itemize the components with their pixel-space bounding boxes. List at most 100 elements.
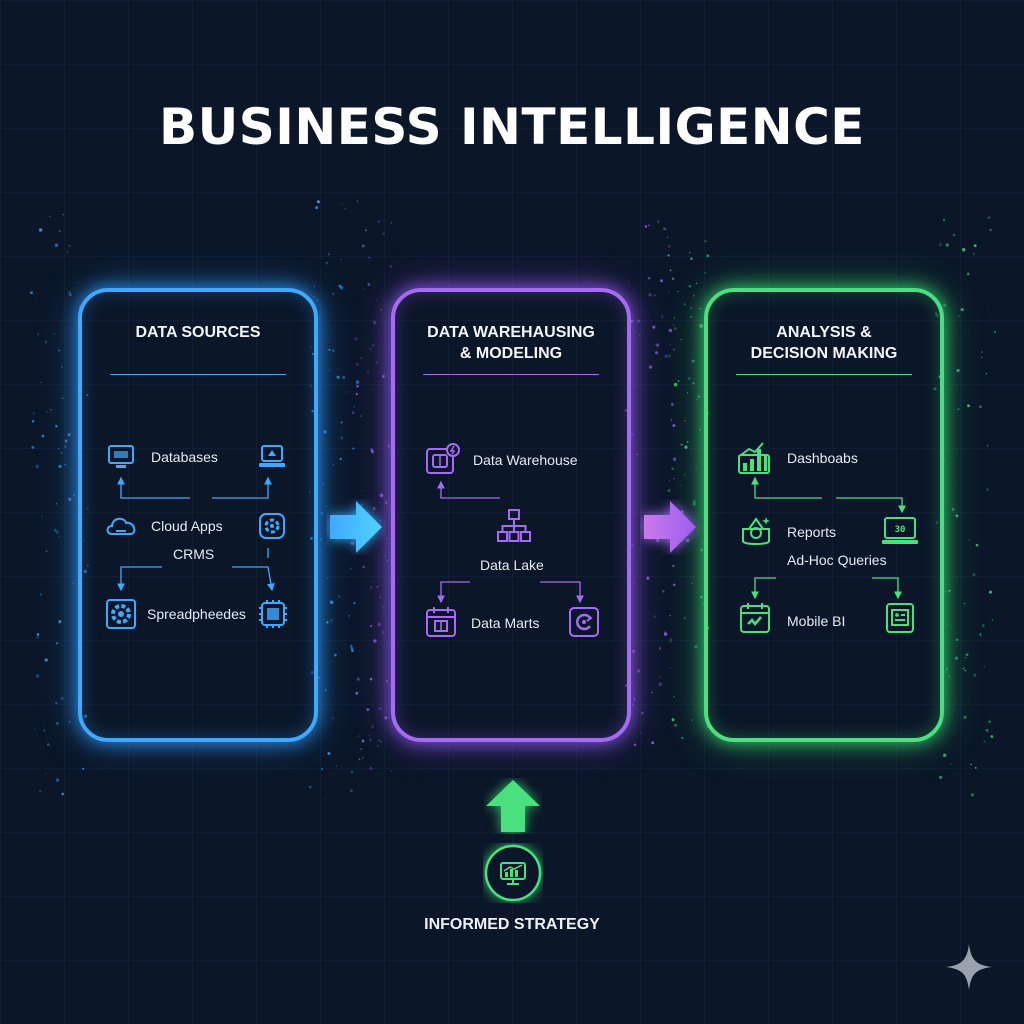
particle-dot [382,232,385,235]
particle-dot [41,434,45,438]
particle-dot [672,564,675,568]
particle-dot [331,292,335,296]
item-dashboards: Dashboabs [787,450,858,466]
particle-dot [672,348,675,351]
refresh-icon [569,607,599,637]
particle-dot [55,778,60,782]
particle-dot [369,677,373,681]
particle-dot [630,433,634,437]
particle-dot [983,665,986,668]
particle-dot [625,409,627,412]
particle-dot [672,424,676,428]
particle-dot [690,315,693,319]
particle-dot [362,288,365,290]
particle-dot [355,392,358,396]
particle-dot [945,671,947,673]
particle-dot [340,421,343,424]
particle-dot [61,366,64,369]
tablet-icon [886,603,914,633]
particle-dot [669,614,672,617]
particle-dot [944,459,946,462]
particle-dot [964,669,967,672]
particle-dot [373,639,377,643]
particle-dot [35,674,40,678]
particle-dot [345,391,347,393]
particle-dot [377,622,381,627]
particle-dot [350,644,353,648]
particle-dot [691,719,694,721]
particle-dot [942,219,946,222]
mobile-calendar-icon [740,603,770,633]
particle-dot [324,798,326,800]
particle-dot [636,319,641,323]
particle-dot [666,236,669,239]
particle-dot [706,254,710,258]
particle-dot [64,445,67,448]
particle-dot [325,261,329,265]
particle-dot [379,493,384,498]
terminal-icon: 30 [882,517,918,544]
particle-dot [667,489,671,493]
particle-dot [325,505,328,507]
particle-dot [83,569,87,574]
particle-dot [699,324,703,328]
particle-dot [373,320,377,325]
particle-dot [956,368,960,373]
particle-dot [383,607,385,609]
particle-dot [58,535,61,538]
particle-dot [36,633,40,636]
particle-dot [56,722,59,725]
particle-dot [339,457,342,461]
particle-dot [377,220,380,223]
particle-dot [684,419,686,422]
particle-dot [695,466,698,469]
particle-dot [669,269,672,272]
particle-dot [356,384,359,388]
svg-text:30: 30 [895,525,906,535]
particle-dot [624,327,627,330]
particle-dot [668,479,671,482]
particle-dot [673,478,675,480]
particle-dot [41,515,43,518]
particle-dot [963,715,967,719]
particle-dot [356,677,361,681]
particle-dot [680,443,683,446]
particle-dot [32,412,35,415]
particle-dot [953,482,956,484]
particle-dot [690,257,693,260]
particle-dot [636,641,639,644]
particle-dot [44,340,48,344]
particle-dot [945,591,948,593]
particle-dot [313,285,315,288]
particle-dot [636,453,639,456]
particle-dot [360,415,362,417]
gear-icon [259,513,285,539]
page-title: BUSINESS INTELLIGENCE [159,98,865,156]
particle-dot [674,723,677,727]
panel-data-sources: DATA SOURCES [78,288,318,742]
particle-dot [672,324,675,326]
particle-dot [82,767,85,770]
particle-dot [311,352,314,356]
particle-dot [82,540,85,542]
particle-dot [68,497,72,501]
particle-dot [316,200,321,204]
particle-dot [990,735,994,738]
outcome-label: INFORMED STRATEGY [424,916,600,933]
particle-dot [60,452,63,454]
particle-dot [648,293,652,297]
particle-dot [641,711,644,715]
particle-dot [326,577,329,580]
server-icon [426,443,460,474]
particle-dot [991,619,994,621]
particle-dot [331,349,335,353]
particle-dot [680,510,684,513]
particle-dot [686,440,689,443]
particle-dot [45,550,48,552]
particle-dot [351,411,355,415]
particle-dot [379,519,381,522]
panel-title: DATA SOURCES [135,324,261,341]
particle-dot [72,582,74,585]
particle-dot [658,682,663,687]
panel-divider [736,374,912,375]
